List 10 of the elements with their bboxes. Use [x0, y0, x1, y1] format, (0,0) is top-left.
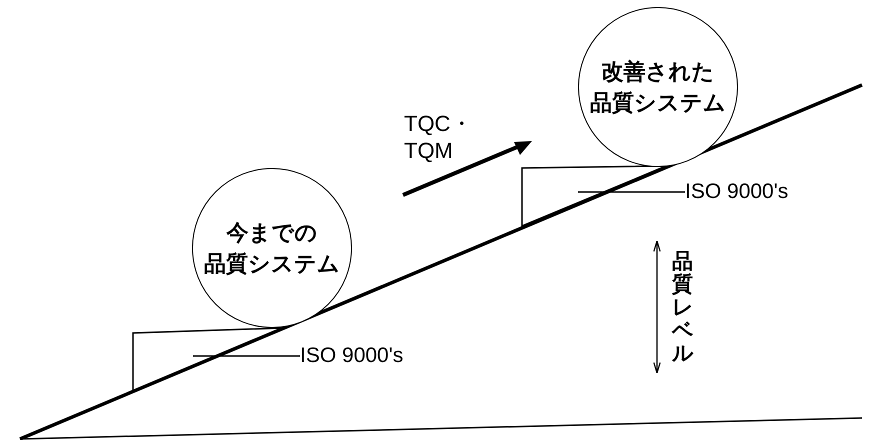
method-label: TQC・ TQM	[404, 110, 474, 164]
circle-text: 改善された	[602, 58, 714, 85]
circle-text: 品質システム	[204, 250, 340, 278]
axis-label: 品質レベル	[672, 250, 693, 366]
leader-line	[578, 191, 685, 193]
standard-label: ISO 9000's	[685, 179, 788, 205]
circle-text: 品質システム	[590, 89, 726, 116]
leader-line	[193, 355, 300, 357]
circle-text: 今までの	[226, 218, 318, 246]
standard-label: ISO 9000's	[300, 343, 404, 369]
